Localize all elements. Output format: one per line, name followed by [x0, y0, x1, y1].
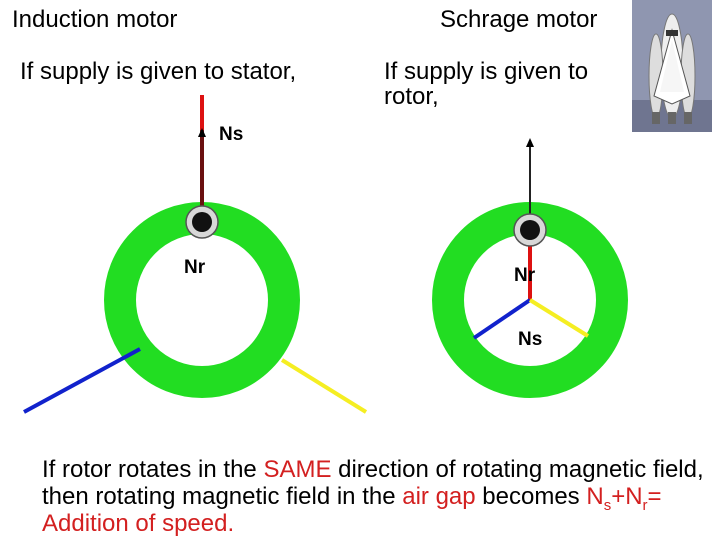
space-shuttle-icon: [632, 0, 712, 132]
left-blue-phase-line: [23, 347, 141, 414]
stator-supply-text: If supply is given to stator,: [20, 58, 297, 85]
rotor-supply-text-line1: If supply is given to: [384, 58, 589, 85]
right-blue-phase-line: [472, 298, 532, 340]
left-ns-arrowhead: [198, 128, 206, 137]
right-ns-label: Ns: [518, 329, 543, 350]
ns-symbol: Ns: [586, 483, 612, 514]
air-gap-emphasis: air gap: [402, 483, 476, 510]
schrage-motor-title: Schrage motor: [440, 6, 598, 33]
left-ns-label: Ns: [219, 124, 244, 145]
rotor-supply-text-line2: rotor,: [384, 83, 439, 110]
induction-motor-title: Induction motor: [12, 6, 178, 33]
right-nr-label: Nr: [514, 265, 536, 286]
left-stator-ring: [104, 202, 300, 398]
same-emphasis: SAME: [263, 456, 332, 483]
nr-symbol: Nr: [625, 483, 648, 514]
left-nr-label: Nr: [184, 257, 206, 278]
right-nr-arrowhead: [526, 138, 534, 147]
speed-addition-caption: If rotor rotates in the SAME direction o…: [42, 456, 704, 537]
right-yellow-phase-line: [528, 298, 590, 338]
addition-of-speed-text: Addition of speed.: [42, 510, 235, 537]
left-yellow-phase-line: [280, 358, 368, 414]
